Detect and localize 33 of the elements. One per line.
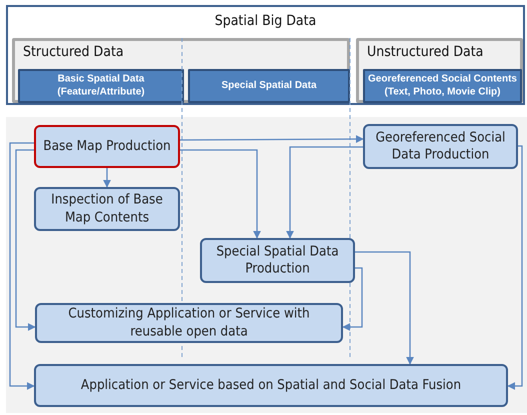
process-box — [34, 187, 180, 231]
arrow — [342, 267, 363, 331]
arrow — [15, 149, 36, 331]
data-box — [18, 69, 184, 103]
group-title: Spatial Big Data — [214, 13, 318, 29]
arrow — [180, 149, 261, 239]
process-box — [35, 303, 343, 343]
box-label: Basic Spatial Data (Feature/Attribute) — [56, 74, 146, 98]
process-box — [363, 124, 518, 169]
box-label: Georeferenced Social Contents (Text, Photo, Movie Clip) — [367, 74, 518, 98]
container-box — [6, 5, 525, 105]
box-label: Special Spatial Data — [220, 80, 318, 92]
arrow — [180, 135, 364, 144]
group-box — [356, 38, 523, 103]
box-label: Application or Service based on Spatial and Social Data Fusion — [80, 376, 462, 394]
arrow — [9, 142, 35, 390]
process-box — [34, 364, 508, 407]
arrow — [286, 146, 363, 239]
group-title: Structured Data — [23, 44, 124, 60]
group-box — [12, 38, 350, 103]
data-box — [363, 69, 522, 103]
data-box — [188, 69, 350, 103]
box-label: Georeferenced Social Data Production — [374, 128, 506, 164]
process-box — [34, 125, 180, 168]
box-label: Base Map Production — [42, 138, 172, 156]
arrow — [507, 145, 523, 390]
box-label: Inspection of Base Map Contents — [50, 191, 164, 227]
process-box — [200, 238, 355, 283]
box-label: Special Spatial Data Production — [215, 242, 340, 278]
box-label: Customizing Application or Service with reusable open data — [67, 305, 311, 341]
group-title: Unstructured Data — [367, 44, 484, 60]
arrow — [103, 168, 111, 188]
arrow — [355, 251, 414, 365]
